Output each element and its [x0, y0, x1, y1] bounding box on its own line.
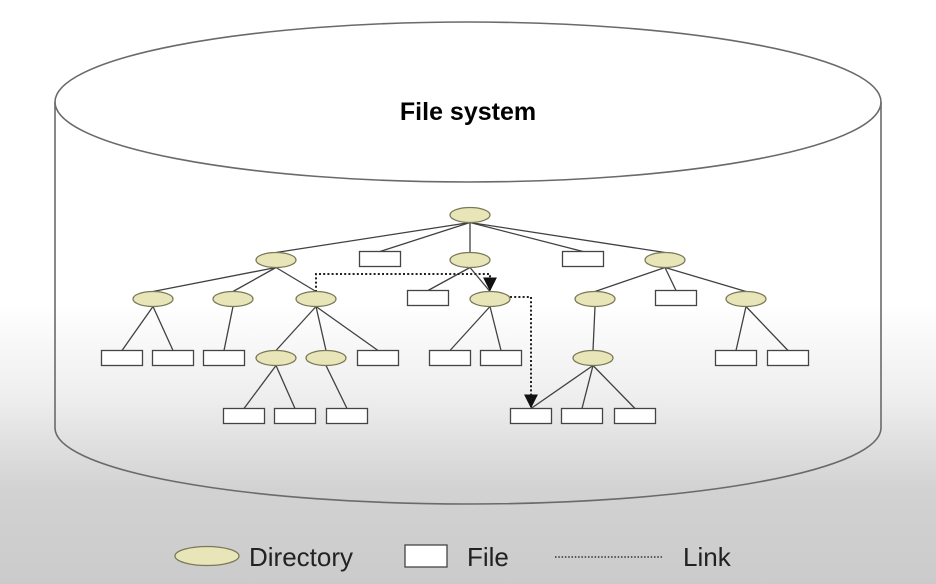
tree-edge [735, 306, 747, 351]
directory-node [295, 290, 337, 308]
tree-edge [379, 221, 471, 253]
tree-edge [275, 306, 317, 351]
directory-node [725, 290, 767, 308]
tree-edge [664, 266, 747, 293]
file-node [561, 250, 605, 268]
file-node [202, 349, 246, 367]
file-node [356, 349, 400, 367]
tree-edge [275, 266, 317, 293]
directory-node [305, 349, 347, 367]
directory-node [212, 290, 254, 308]
tree-edge [664, 267, 677, 291]
tree-edge [449, 306, 491, 351]
file-node [151, 349, 195, 367]
file-node [100, 349, 144, 367]
tree-edge [275, 221, 471, 254]
legend-directory-label: Directory [249, 542, 353, 572]
tree-edge [325, 365, 348, 409]
tree-edge [469, 221, 584, 253]
tree-edge [232, 266, 277, 293]
legend-directory-symbol [174, 545, 240, 567]
directory-node [574, 290, 616, 308]
legend: Directory File Link [174, 542, 732, 572]
tree-links [315, 273, 538, 409]
tree-edge [243, 365, 277, 409]
tree-edge [121, 306, 154, 351]
file-node [273, 407, 317, 425]
file-node [479, 349, 523, 367]
link-arrow [510, 296, 538, 409]
tree-edge [594, 266, 666, 293]
cylinder-top [54, 21, 882, 183]
tree-edge [223, 306, 234, 351]
file-node [654, 289, 698, 307]
disk-cylinder [54, 21, 882, 505]
tree-edge [592, 365, 636, 409]
link-arrow [315, 273, 497, 292]
directory-node [255, 349, 297, 367]
tree-edge [315, 305, 379, 352]
tree-edge [152, 266, 277, 293]
tree-edge [745, 306, 789, 351]
tree-edge [530, 364, 594, 410]
file-node [766, 349, 810, 367]
tree-edge [315, 306, 327, 351]
file-node [222, 407, 266, 425]
file-node [560, 407, 604, 425]
tree-edges [121, 221, 789, 410]
tree-edge [469, 221, 666, 254]
tree-edge [427, 266, 471, 292]
file-node [325, 407, 369, 425]
diagram-title: File system [400, 98, 536, 126]
file-node [613, 407, 657, 425]
tree-edge [152, 306, 174, 351]
directory-node [572, 349, 614, 367]
legend-file-label: File [467, 542, 509, 572]
tree-edge [592, 306, 596, 351]
legend-file-symbol [404, 544, 448, 568]
tree-edge [489, 306, 502, 351]
file-node [358, 250, 402, 268]
directory-node [255, 251, 297, 269]
directory-node [449, 206, 491, 224]
file-node [714, 349, 758, 367]
tree-edge [581, 365, 594, 409]
directory-node [644, 251, 686, 269]
directory-node [469, 290, 511, 308]
legend-link-label: Link [683, 542, 732, 572]
directory-node [132, 290, 174, 308]
file-node [428, 349, 472, 367]
cylinder-body [54, 102, 882, 505]
file-node [509, 407, 553, 425]
tree-nodes [100, 206, 810, 425]
tree-edge [275, 365, 296, 409]
file-node [406, 289, 450, 307]
tree-edge [469, 267, 491, 292]
directory-node [449, 251, 491, 269]
